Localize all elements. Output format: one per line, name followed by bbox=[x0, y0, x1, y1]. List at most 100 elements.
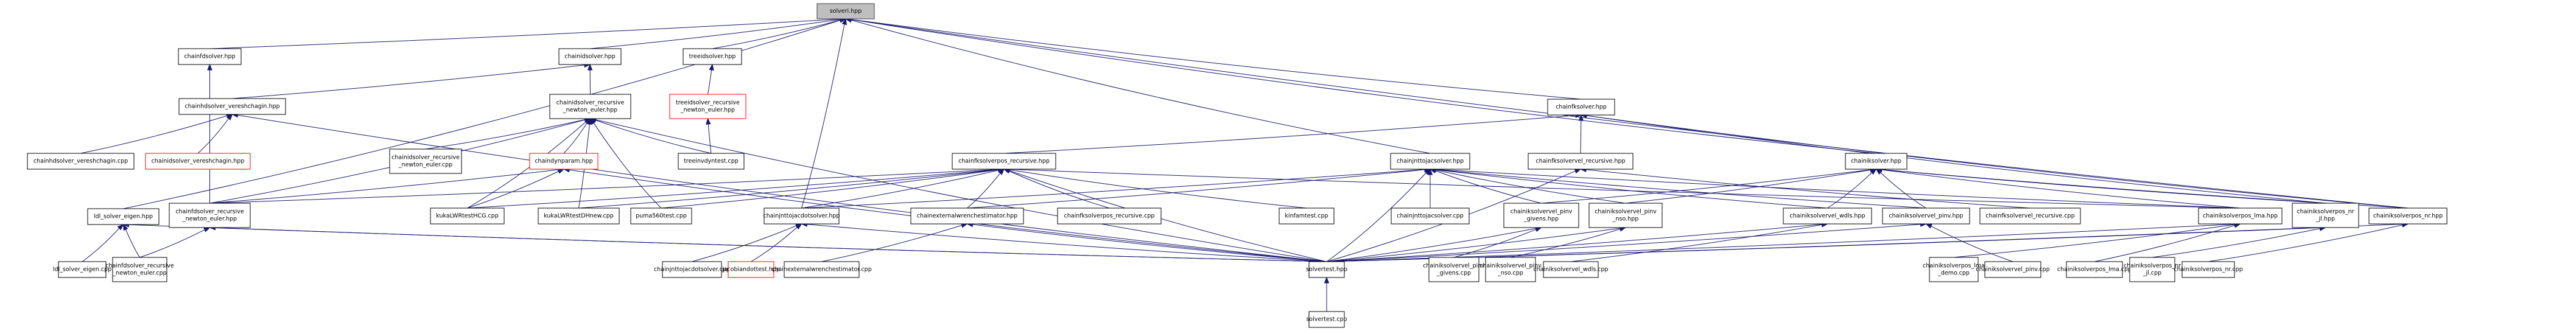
node-box[interactable] bbox=[169, 203, 251, 228]
node-chainjnttojacsolver-cpp[interactable]: chainjnttojacsolver.cpp bbox=[1391, 207, 1470, 225]
node-box[interactable] bbox=[910, 207, 1024, 225]
node-chainiksolverpos-nr-hpp[interactable]: chainiksolverpos_nr.hpp bbox=[2368, 207, 2448, 225]
node-box[interactable] bbox=[2292, 203, 2359, 228]
node-box[interactable] bbox=[2181, 261, 2235, 278]
node-box[interactable] bbox=[58, 261, 107, 278]
node-chainjnttojacdotsolver-hpp[interactable]: chainjnttojacdotsolver.hpp bbox=[763, 207, 840, 225]
node-chainiksolvervel-wdls-cpp[interactable]: chainiksolvervel_wdls.cpp bbox=[1533, 261, 1609, 278]
node-box[interactable] bbox=[1845, 153, 1907, 170]
node-box[interactable] bbox=[178, 98, 286, 115]
node-box[interactable] bbox=[1428, 257, 1479, 282]
node-box[interactable] bbox=[816, 3, 875, 19]
node-box[interactable] bbox=[178, 48, 242, 65]
node-box[interactable] bbox=[145, 153, 251, 170]
node-box[interactable] bbox=[1308, 311, 1345, 328]
node-box[interactable] bbox=[678, 153, 745, 170]
node-kukaLWRtestDHnew-cpp[interactable]: kukaLWRtestDHnew.cpp bbox=[538, 207, 620, 225]
node-box[interactable] bbox=[1390, 153, 1470, 170]
node-chainiksolvervel-pinv-givens-cpp[interactable]: chainiksolvervel_pinv_givens.cpp bbox=[1423, 257, 1485, 282]
node-box[interactable] bbox=[1984, 261, 2041, 278]
node-treeidsolver-hpp[interactable]: treeidsolver.hpp bbox=[683, 48, 742, 65]
node-chainiksolverpos-lma-cpp[interactable]: chainiksolverpos_lma.cpp bbox=[2057, 261, 2132, 278]
node-box[interactable] bbox=[538, 207, 620, 225]
node-chainidsolver-recursive-newton-euler-hpp[interactable]: chainidsolver_recursive_newton_euler.hpp bbox=[549, 94, 631, 119]
node-box[interactable] bbox=[1543, 261, 1599, 278]
node-box[interactable] bbox=[529, 153, 598, 170]
node-box[interactable] bbox=[662, 261, 722, 278]
node-chainiksolvervel-pinv-hpp[interactable]: chainiksolvervel_pinv.hpp bbox=[1882, 207, 1970, 225]
node-box[interactable] bbox=[1391, 207, 1470, 225]
node-box[interactable] bbox=[2129, 257, 2175, 282]
node-chainiksolverpos-lma-demo-cpp[interactable]: chainiksolverpos_lma_demo.cpp bbox=[1923, 257, 1985, 282]
node-treeidsolver-recursive-newton-euler-hpp[interactable]: treeidsolver_recursive_newton_euler.hpp bbox=[669, 94, 746, 119]
node-box[interactable] bbox=[1528, 153, 1634, 170]
node-box[interactable] bbox=[630, 207, 692, 225]
node-chainfksolverpos-recursive-hpp[interactable]: chainfksolverpos_recursive.hpp bbox=[952, 153, 1056, 170]
node-box[interactable] bbox=[1588, 203, 1663, 228]
node-chainidsolver-recursive-newton-euler-cpp[interactable]: chainidsolver_recursive_newton_euler.cpp bbox=[389, 148, 462, 174]
node-jacobiandottest-hpp[interactable]: jacobiandottest.hpp bbox=[721, 261, 780, 278]
node-ldl-solver-eigen-hpp[interactable]: ldl_solver_eigen.hpp bbox=[87, 208, 160, 225]
node-chainfksolvervel-recursive-cpp[interactable]: chainfksolvervel_recursive.cpp bbox=[1979, 207, 2081, 225]
node-box[interactable] bbox=[389, 148, 462, 174]
node-solvertest-hpp[interactable]: solvertest.hpp bbox=[1306, 261, 1347, 278]
node-box[interactable] bbox=[784, 261, 860, 278]
node-box[interactable] bbox=[1503, 203, 1579, 228]
node-box[interactable] bbox=[1279, 207, 1335, 225]
node-box[interactable] bbox=[549, 94, 631, 119]
node-box[interactable] bbox=[2368, 207, 2448, 225]
node-chainiksolvervel-pinv-givens-hpp[interactable]: chainiksolvervel_pinv_givens.hpp bbox=[1503, 203, 1579, 228]
node-box[interactable] bbox=[1929, 257, 1979, 282]
node-treeinvdyntest-cpp[interactable]: treeinvdyntest.cpp bbox=[678, 153, 745, 170]
node-chainiksolvervel-wdls-hpp[interactable]: chainiksolvervel_wdls.hpp bbox=[1783, 207, 1872, 225]
node-chainiksolverpos-nr-jl-cpp[interactable]: chainiksolverpos_nr_jl.cpp bbox=[2124, 257, 2181, 282]
node-box[interactable] bbox=[112, 257, 167, 282]
node-chainiksolverpos-nr-cpp[interactable]: chainiksolverpos_nr.cpp bbox=[2174, 261, 2243, 278]
node-chainidsolver-vereshchagin-hpp[interactable]: chainidsolver_vereshchagin.hpp bbox=[145, 153, 251, 170]
node-puma560test-cpp[interactable]: puma560test.cpp bbox=[630, 207, 692, 225]
node-chainfdsolver-hpp[interactable]: chainfdsolver.hpp bbox=[178, 48, 242, 65]
node-chainidsolver-hpp[interactable]: chainidsolver.hpp bbox=[558, 48, 622, 65]
node-chainjnttojacdotsolver-cpp[interactable]: chainjnttojacdotsolver.cpp bbox=[654, 261, 730, 278]
node-box[interactable] bbox=[952, 153, 1056, 170]
node-box[interactable] bbox=[1783, 207, 1872, 225]
node-ldl-solver-eigen-cpp[interactable]: ldl_solver_eigen.cpp bbox=[53, 261, 111, 278]
node-box[interactable] bbox=[1308, 261, 1345, 278]
node-kinfamtest-cpp[interactable]: kinfamtest.cpp bbox=[1279, 207, 1335, 225]
node-chainiksolver-hpp[interactable]: chainiksolver.hpp bbox=[1845, 153, 1907, 170]
node-chainfdsolver-recursive-newton-euler-cpp[interactable]: chainfdsolver_recursive_newton_euler.cpp bbox=[105, 257, 174, 282]
node-box[interactable] bbox=[683, 48, 742, 65]
node-kukaLWRtestHCG-cpp[interactable]: kukaLWRtestHCG.cpp bbox=[430, 207, 505, 225]
node-solveri-hpp[interactable]: solveri.hpp bbox=[816, 3, 875, 19]
node-chaindynparam-hpp[interactable]: chaindynparam.hpp bbox=[529, 153, 598, 170]
node-box[interactable] bbox=[1979, 207, 2081, 225]
node-box[interactable] bbox=[87, 208, 160, 225]
node-solvertest-cpp[interactable]: solvertest.cpp bbox=[1306, 311, 1347, 328]
node-chainfksolver-hpp[interactable]: chainfksolver.hpp bbox=[1547, 99, 1615, 116]
node-chainjnttojacsolver-hpp[interactable]: chainjnttojacsolver.hpp bbox=[1390, 153, 1470, 170]
node-box[interactable] bbox=[1882, 207, 1970, 225]
node-chainiksolverpos-nr-jl-hpp[interactable]: chainiksolverpos_nr_jl.hpp bbox=[2292, 203, 2359, 228]
node-box[interactable] bbox=[2066, 261, 2123, 278]
node-box[interactable] bbox=[763, 207, 840, 225]
node-chainexternalwrenchestimator-hpp[interactable]: chainexternalwrenchestimator.hpp bbox=[910, 207, 1024, 225]
node-chainiksolvervel-pinv-nso-hpp[interactable]: chainiksolvervel_pinv_nso.hpp bbox=[1588, 203, 1663, 228]
node-box[interactable] bbox=[1057, 207, 1162, 225]
node-chainfksolvervel-recursive-hpp[interactable]: chainfksolvervel_recursive.hpp bbox=[1528, 153, 1634, 170]
node-chainiksolvervel-pinv-nso-cpp[interactable]: chainiksolvervel_pinv_nso.cpp bbox=[1479, 257, 1542, 282]
node-box[interactable] bbox=[1485, 257, 1536, 282]
node-chainhdsolver-vereshchagin-hpp[interactable]: chainhdsolver_vereshchagin.hpp bbox=[178, 98, 286, 115]
node-chainfdsolver-recursive-newton-euler-hpp[interactable]: chainfdsolver_recursive_newton_euler.hpp bbox=[169, 203, 251, 228]
node-box[interactable] bbox=[558, 48, 622, 65]
node-box[interactable] bbox=[430, 207, 505, 225]
node-box[interactable] bbox=[2198, 207, 2283, 225]
node-box[interactable] bbox=[728, 261, 774, 278]
node-chainiksolverpos-lma-hpp[interactable]: chainiksolverpos_lma.hpp bbox=[2198, 207, 2283, 225]
node-box[interactable] bbox=[669, 94, 746, 119]
node-chainhdsolver-vereshchagin-cpp[interactable]: chainhdsolver_vereshchagin.cpp bbox=[27, 153, 135, 170]
node-chainexternalwrenchestimator-cpp[interactable]: chainexternalwrenchestimator.cpp bbox=[771, 261, 872, 278]
node-chainfksolverpos-recursive-cpp[interactable]: chainfksolverpos_recursive.cpp bbox=[1057, 207, 1162, 225]
node-box[interactable] bbox=[27, 153, 135, 170]
node-chainiksolvervel-pinv-cpp[interactable]: chainiksolvervel_pinv.cpp bbox=[1976, 261, 2050, 278]
node-box[interactable] bbox=[1547, 99, 1615, 116]
